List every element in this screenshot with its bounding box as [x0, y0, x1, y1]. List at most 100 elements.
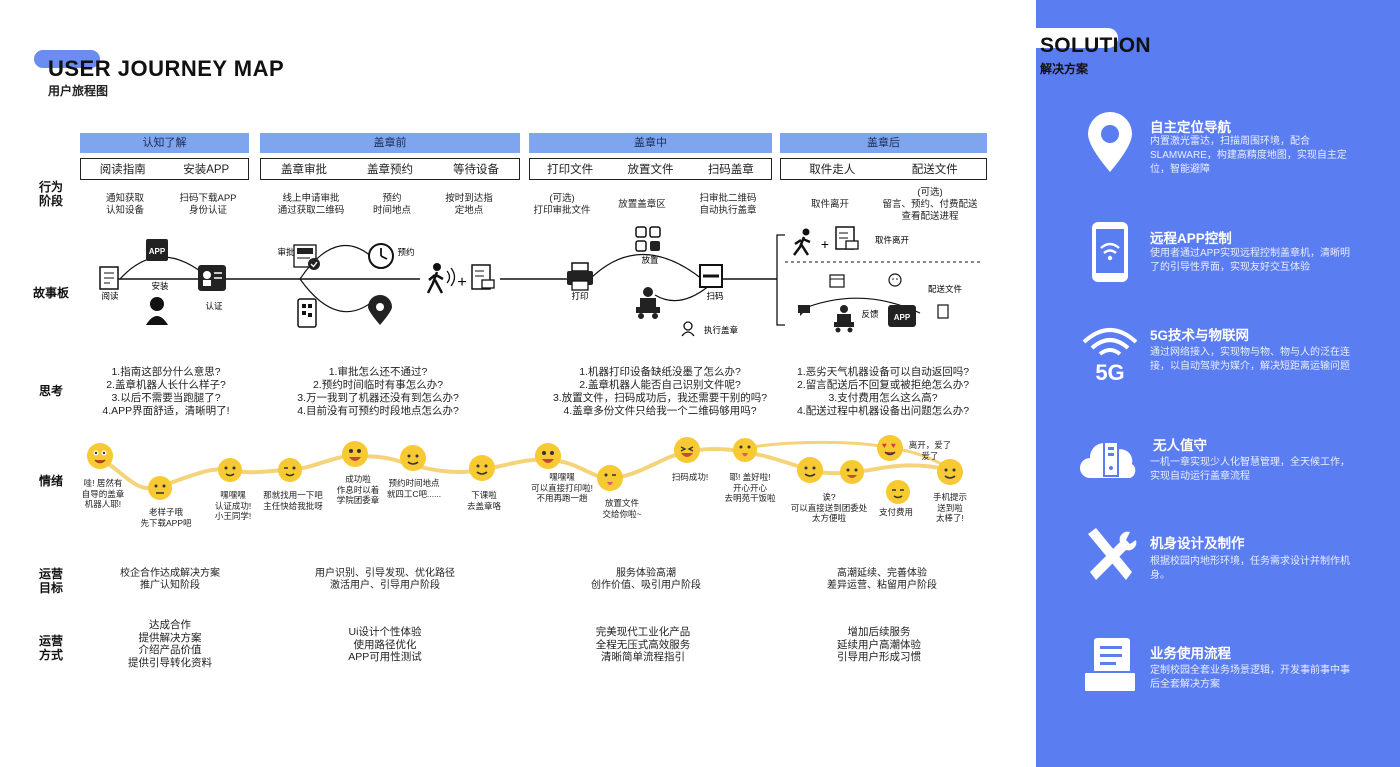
- page-title: USER JOURNEY MAP: [48, 56, 285, 81]
- story-pickup-label: 取件离开: [875, 235, 910, 245]
- emotion-note-1: 哇! 居然有自导的盖章机器人耶!: [82, 478, 125, 510]
- ops-goal-line: 差异运营、粘留用户阶段: [827, 580, 937, 591]
- svg-text:♥: ♥: [882, 441, 887, 450]
- feature-title-6: 业务使用流程: [1150, 646, 1231, 661]
- ops-goal-1: 校企合作达成解决方案推广认知阶段: [120, 568, 220, 592]
- smile-face-icon: [888, 273, 902, 287]
- face-tongue-icon: [597, 465, 623, 491]
- action-detail-text: 扫审批二维码: [699, 193, 757, 204]
- robot-icon: [636, 287, 660, 319]
- ops-goal-line: 创作价值、吸引用户阶段: [591, 580, 701, 591]
- emotion-note-4: 那就找用一下吧主任快给我批呀: [263, 490, 323, 511]
- person-icon: [146, 297, 168, 325]
- story-plus-2: +: [821, 236, 829, 252]
- ops-method-line: 使用路径优化: [353, 638, 417, 651]
- action-detail-text: 打印审批文件: [533, 205, 591, 216]
- ops-method-line: 清晰简单流程指引: [601, 651, 685, 663]
- emotion-note-line: 嘿嘿嘿: [549, 472, 575, 482]
- story-read-label: 阅读: [101, 291, 119, 301]
- emotion-note-line: 老样子哦: [148, 507, 184, 517]
- stage-bar-1: 认知了解: [80, 133, 249, 153]
- ops-goal-2: 用户识别、引导发现、优化路径激活用户、引导用户阶段: [315, 568, 455, 592]
- emotion-note-line: 支付费用: [878, 507, 914, 517]
- stage-bar-2: 盖章前: [260, 133, 520, 153]
- action-box-4: 取件走人 配送文件: [780, 158, 987, 180]
- emotion-note-10: 扫码成功!: [672, 472, 708, 483]
- row-label-action: 行为 阶段: [36, 180, 66, 208]
- ops-method-line: 提供引导转化资料: [128, 656, 212, 669]
- feature-title-1: 自主定位导航: [1150, 120, 1231, 135]
- thought-line: 1.指南这部分什么意思?: [111, 366, 221, 378]
- face-sweat-icon: [886, 480, 910, 504]
- emotion-note-line: 那就找用一下吧: [263, 490, 323, 500]
- action-detail-text: 认知设备: [105, 205, 145, 216]
- face-happy-icon: [87, 443, 113, 469]
- story-install-label: 安装: [151, 281, 169, 291]
- action-detail-text: 取件离开: [810, 199, 850, 210]
- row-label-action-line2: 阶段: [38, 194, 63, 208]
- page-subtitle: 用户旅程图: [48, 84, 109, 98]
- printer-icon: [567, 262, 593, 291]
- ops-goal-line: 激活用户、引导用户阶段: [330, 580, 440, 591]
- emotion-note-line: 自导的盖章: [81, 488, 125, 499]
- action-detail-5: 按时到达指 定地点: [445, 193, 493, 217]
- feature-desc-2: 使用者通过APP实现远程控制盖章机，清晰明了的引导性界面，实现友好交互体验: [1150, 248, 1351, 273]
- action-detail-text: (可选): [917, 187, 943, 198]
- row-label-emotion: 情绪: [38, 474, 63, 488]
- document-read-icon: [99, 266, 119, 290]
- action-detail-10: (可选) 留言、预约、付费配送 查看配送进程: [882, 187, 977, 223]
- action-detail-text: 查看配送进程: [901, 211, 959, 222]
- emotion-note-line: 先下载APP吧: [140, 517, 192, 528]
- stage-bar-3: 盖章中: [529, 133, 772, 153]
- ops-method-line: 增加后续服务: [847, 626, 911, 638]
- action-detail-8: 扫审批二维码 自动执行盖章: [699, 193, 756, 217]
- map-pin-icon: [368, 295, 392, 325]
- emotion-note-6: 预约时间地点就四工C吧......: [387, 478, 441, 499]
- thought-line: 2.留言配送后不回复或被拒绝怎么办?: [796, 379, 970, 391]
- row-label-ops-method-line2: 方式: [38, 648, 63, 662]
- package-doc-icon: [835, 226, 859, 250]
- thought-block-1: 1.指南这部分什么意思? 2.盖章机器人长什么样子? 3.以后不需要当跑腿了? …: [102, 366, 229, 418]
- emotion-note-line: 去明苑干饭啦: [724, 493, 776, 503]
- story-deliver-label: 配送文件: [928, 284, 963, 294]
- tools-icon: [1088, 528, 1137, 580]
- thought-line: 4.配送过程中机器设备出问题怎么办?: [796, 405, 970, 417]
- thought-line: 1.机器打印设备缺纸没墨了怎么办?: [579, 366, 741, 378]
- action-box-3: 打印文件 放置文件 扫码盖章: [529, 158, 772, 180]
- ops-goal-line: 服务体验高潮: [616, 568, 676, 579]
- action-detail-6: (可选) 打印审批文件: [533, 193, 590, 217]
- app-download-icon: APP: [146, 239, 168, 261]
- ops-method-line: Ui设计个性体验: [348, 626, 422, 638]
- thought-block-3: 1.机器打印设备缺纸没墨了怎么办? 2.盖章机器人能否自己识别文件呢? 3.放置…: [553, 366, 767, 418]
- emotion-note-3: 嘿嘿嘿认证成功!小王同学!: [215, 490, 251, 522]
- emotion-note-line: 小王同学!: [214, 511, 252, 521]
- cloud-server-icon: [1080, 441, 1136, 478]
- storyboard-diagram: 阅读 APP 安装 认证 审批 预约: [99, 226, 980, 337]
- doc-small-icon: [937, 304, 949, 319]
- emotion-note-line: 手机提示: [932, 492, 968, 502]
- qr-phone-icon: [297, 298, 317, 328]
- emotion-note-line: 就四工C吧......: [386, 488, 442, 499]
- emotion-note-12: 诶?可以直接送到团委处太方便啦: [791, 492, 868, 524]
- app-phone-icon: APP: [888, 305, 916, 327]
- clock-icon: [368, 243, 394, 269]
- face-smile-icon: [400, 445, 426, 471]
- thought-line: 2.盖章机器人长什么样子?: [106, 379, 226, 391]
- action-detail-text: 留言、预约、付费配送: [882, 199, 978, 210]
- row-label-thinking: 思考: [38, 384, 63, 398]
- emotion-note-line: 太方便啦: [811, 513, 847, 523]
- row-label-storyboard: 故事板: [32, 286, 69, 300]
- story-scan-label: 扫码: [706, 291, 723, 301]
- emotion-note-14: 离开，爱了爱了: [909, 440, 952, 461]
- solution-subtitle: 解决方案: [1040, 62, 1089, 76]
- ops-goal-line: 高潮延续、完善体验: [837, 568, 927, 579]
- 5g-icon: 5G: [1082, 328, 1138, 384]
- thought-line: 4.盖章多份文件只给我一个二维码够用吗?: [563, 405, 757, 417]
- thought-line: 3.以后不需要当跑腿了?: [111, 392, 221, 404]
- ops-goal-line: 用户识别、引导发现、优化路径: [315, 568, 455, 579]
- ops-method-line: APP可用性测试: [348, 651, 422, 663]
- scan-code-icon: [699, 264, 723, 288]
- thought-block-2: 1.审批怎么还不通过? 2.预约时间临时有事怎么办? 3.万一我到了机器还没有到…: [297, 366, 459, 418]
- feature-title-3: 5G技术与物联网: [1150, 328, 1250, 343]
